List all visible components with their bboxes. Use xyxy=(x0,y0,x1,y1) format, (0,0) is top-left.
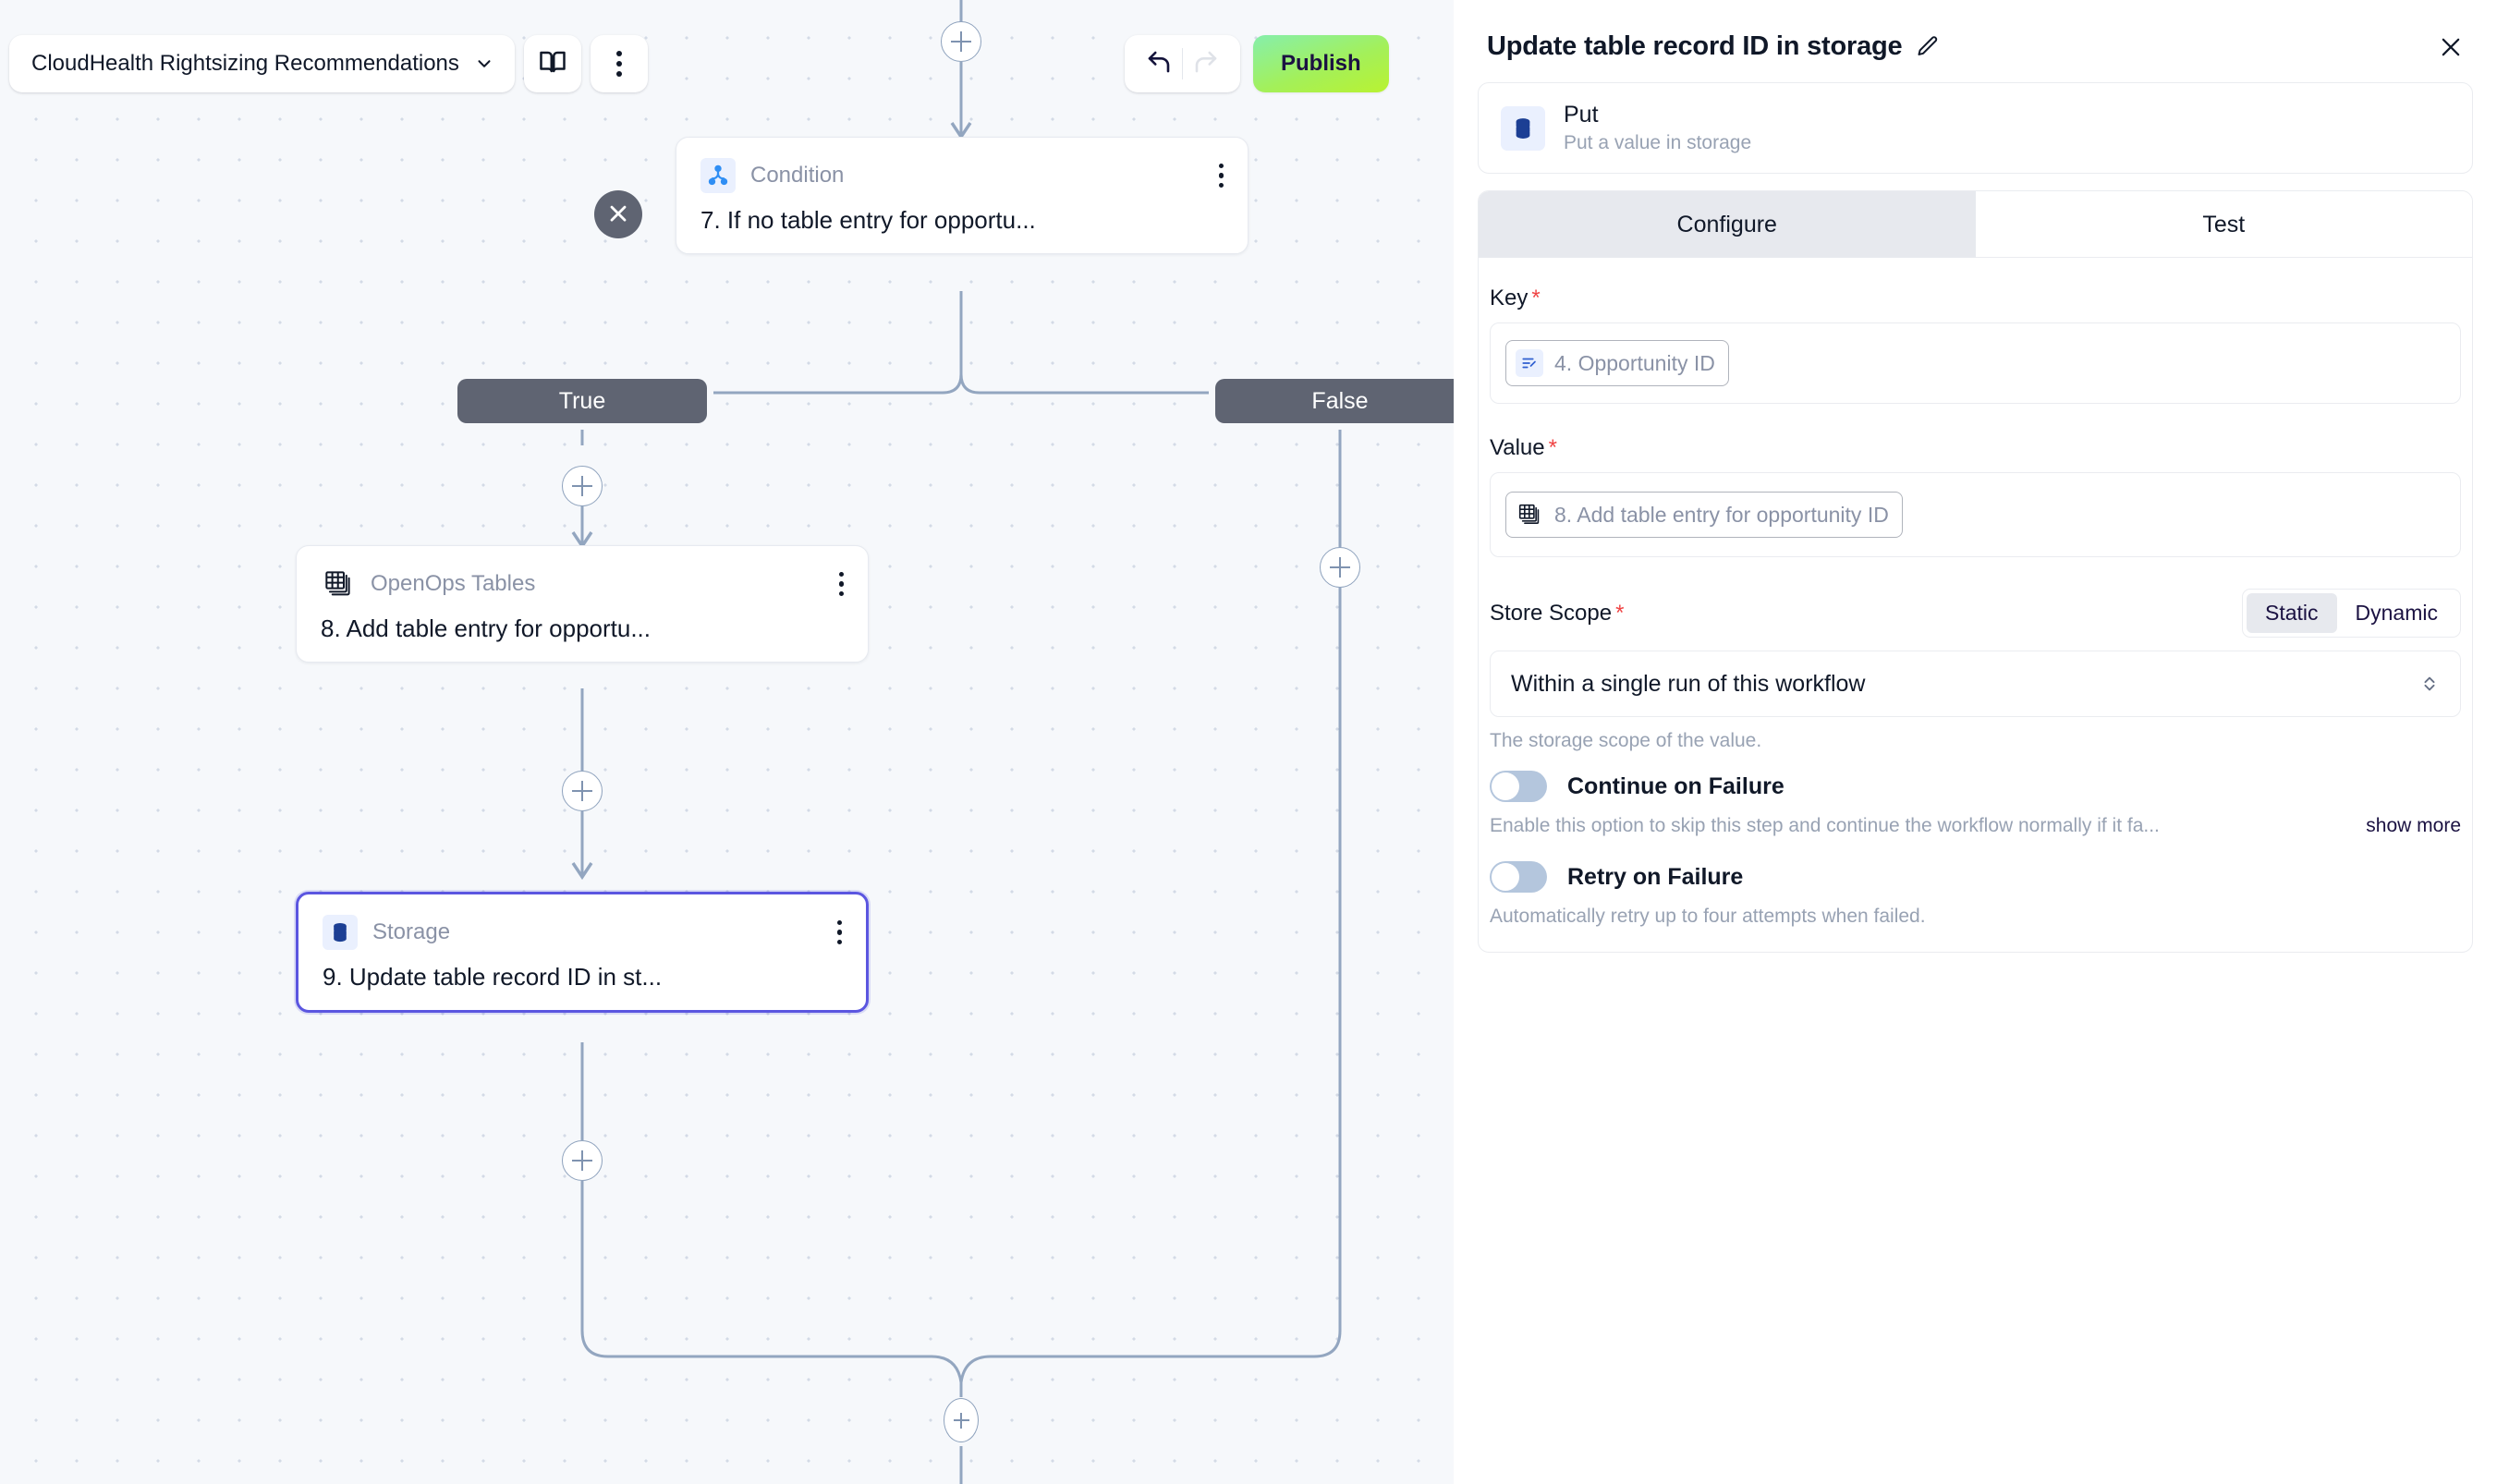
tables-icon xyxy=(1516,501,1543,529)
static-dynamic-toggle: Static Dynamic xyxy=(2242,589,2461,638)
chevron-down-icon xyxy=(474,54,494,74)
book-icon xyxy=(539,48,566,80)
canvas-toolbar-left: CloudHealth Rightsizing Recommendations xyxy=(9,35,648,92)
condition-branch-icon xyxy=(700,158,736,193)
retry-on-failure-row: Retry on Failure xyxy=(1490,861,2461,893)
collapse-branch-button[interactable] xyxy=(594,190,642,238)
required-marker: * xyxy=(1531,286,1541,310)
add-step-button-merge[interactable] xyxy=(944,1398,979,1442)
show-more-link[interactable]: show more xyxy=(2366,815,2461,836)
add-step-button-true-1[interactable] xyxy=(562,466,603,506)
toggle-knob xyxy=(1492,772,1519,800)
continue-on-failure-description: Enable this option to skip this step and… xyxy=(1490,815,2160,836)
node-more-icon[interactable] xyxy=(838,571,844,597)
tab-configure[interactable]: Configure xyxy=(1479,191,1976,258)
more-vertical-icon xyxy=(615,51,622,77)
key-label-text: Key xyxy=(1490,286,1529,310)
pencil-icon[interactable] xyxy=(1915,34,1940,59)
workflow-canvas[interactable]: CloudHealth Rightsizing Recommendations xyxy=(0,0,1454,1484)
piece-summary-card: Put Put a value in storage xyxy=(1478,82,2473,174)
retry-on-failure-toggle[interactable] xyxy=(1490,861,1547,893)
redo-icon xyxy=(1192,48,1220,80)
store-scope-label-text: Store Scope xyxy=(1490,600,1613,626)
flow-node-storage[interactable]: Storage 9. Update table record ID in st.… xyxy=(296,892,869,1013)
database-icon xyxy=(323,915,358,950)
piece-name: Put xyxy=(1564,102,1599,128)
add-step-button-true-2[interactable] xyxy=(562,771,603,811)
close-icon[interactable] xyxy=(2438,34,2464,60)
database-icon xyxy=(1501,105,1545,151)
value-field-label: Value* xyxy=(1490,435,2461,461)
redo-button[interactable] xyxy=(1183,41,1229,87)
node-title: 8. Add table entry for opportu... xyxy=(321,614,652,642)
value-chip[interactable]: 8. Add table entry for opportunity ID xyxy=(1505,492,1903,538)
undo-button[interactable] xyxy=(1136,41,1182,87)
undo-icon xyxy=(1145,48,1173,80)
add-step-button-true-3[interactable] xyxy=(562,1140,603,1181)
chevron-up-down-icon xyxy=(2419,672,2440,696)
tab-test[interactable]: Test xyxy=(1975,191,2472,258)
step-settings-panel: Update table record ID in storage Put Pu… xyxy=(1454,0,2497,1484)
required-marker: * xyxy=(1615,600,1625,626)
node-type-label: Condition xyxy=(750,163,845,188)
retry-on-failure-description: Automatically retry up to four attempts … xyxy=(1490,906,1926,927)
continue-on-failure-desc-row: Enable this option to skip this step and… xyxy=(1490,815,2461,837)
add-step-button-false-1[interactable] xyxy=(1320,547,1360,588)
configure-body: Key* 4. Opportunity ID Value* xyxy=(1479,258,2472,952)
text-edit-icon xyxy=(1516,349,1543,377)
publish-button[interactable]: Publish xyxy=(1253,35,1389,92)
key-chip[interactable]: 4. Opportunity ID xyxy=(1505,340,1729,386)
node-header: Condition xyxy=(700,158,1224,193)
store-scope-selected-value: Within a single run of this workflow xyxy=(1511,670,1866,697)
key-chip-label: 4. Opportunity ID xyxy=(1554,350,1715,375)
node-title: 9. Update table record ID in st... xyxy=(323,963,663,991)
node-title: 7. If no table entry for opportu... xyxy=(700,206,1036,234)
continue-on-failure-toggle[interactable] xyxy=(1490,771,1547,802)
value-chip-label: 8. Add table entry for opportunity ID xyxy=(1554,502,1889,527)
mode-dynamic-button[interactable]: Dynamic xyxy=(2355,601,2438,625)
canvas-toolbar-right: Publish xyxy=(1125,35,1389,92)
required-marker: * xyxy=(1548,435,1557,460)
piece-text: Put Put a value in storage xyxy=(1564,102,1751,154)
node-more-icon[interactable] xyxy=(836,919,842,945)
branch-label-false[interactable]: False xyxy=(1215,379,1454,423)
retry-on-failure-desc-row: Automatically retry up to four attempts … xyxy=(1490,906,2461,928)
add-step-button-top[interactable] xyxy=(941,21,981,62)
store-scope-helper: The storage scope of the value. xyxy=(1490,730,1762,751)
retry-on-failure-label: Retry on Failure xyxy=(1567,863,1744,890)
panel-title: Update table record ID in storage xyxy=(1487,31,1903,61)
node-type-label: Storage xyxy=(372,919,451,944)
panel-header: Update table record ID in storage xyxy=(1478,0,2473,62)
panel-tabs: Configure Test xyxy=(1479,191,2472,258)
toolbar-divider xyxy=(1182,48,1183,79)
node-more-icon[interactable] xyxy=(1218,163,1224,189)
docs-button[interactable] xyxy=(523,35,581,92)
node-header: Storage xyxy=(323,915,842,950)
flow-more-button[interactable] xyxy=(590,35,648,92)
node-type-label: OpenOps Tables xyxy=(371,571,536,596)
branch-label-true[interactable]: True xyxy=(457,379,707,423)
undo-redo-group xyxy=(1125,35,1240,92)
value-input[interactable]: 8. Add table entry for opportunity ID xyxy=(1490,472,2461,557)
mode-static-button[interactable]: Static xyxy=(2247,593,2337,633)
flow-node-openops-tables[interactable]: OpenOps Tables 8. Add table entry for op… xyxy=(296,545,869,663)
configure-card: Configure Test Key* 4. Opportunity ID xyxy=(1478,190,2473,953)
flow-name-label: CloudHealth Rightsizing Recommendations xyxy=(31,51,459,76)
store-scope-label: Store Scope* xyxy=(1490,601,1624,626)
value-label-text: Value xyxy=(1490,435,1545,460)
store-scope-row: Store Scope* Static Dynamic xyxy=(1490,589,2461,638)
key-input[interactable]: 4. Opportunity ID xyxy=(1490,322,2461,404)
collapse-chevrons-icon xyxy=(605,200,631,230)
piece-description: Put a value in storage xyxy=(1564,132,1752,153)
key-field-label: Key* xyxy=(1490,286,2461,311)
continue-on-failure-label: Continue on Failure xyxy=(1567,772,1784,799)
store-scope-select[interactable]: Within a single run of this workflow xyxy=(1490,651,2461,717)
flow-name-selector[interactable]: CloudHealth Rightsizing Recommendations xyxy=(9,35,515,92)
flow-node-condition[interactable]: Condition 7. If no table entry for oppor… xyxy=(676,137,1248,254)
tables-icon xyxy=(321,566,356,602)
toggle-knob xyxy=(1492,863,1519,891)
node-header: OpenOps Tables xyxy=(321,566,844,602)
continue-on-failure-row: Continue on Failure xyxy=(1490,771,2461,802)
